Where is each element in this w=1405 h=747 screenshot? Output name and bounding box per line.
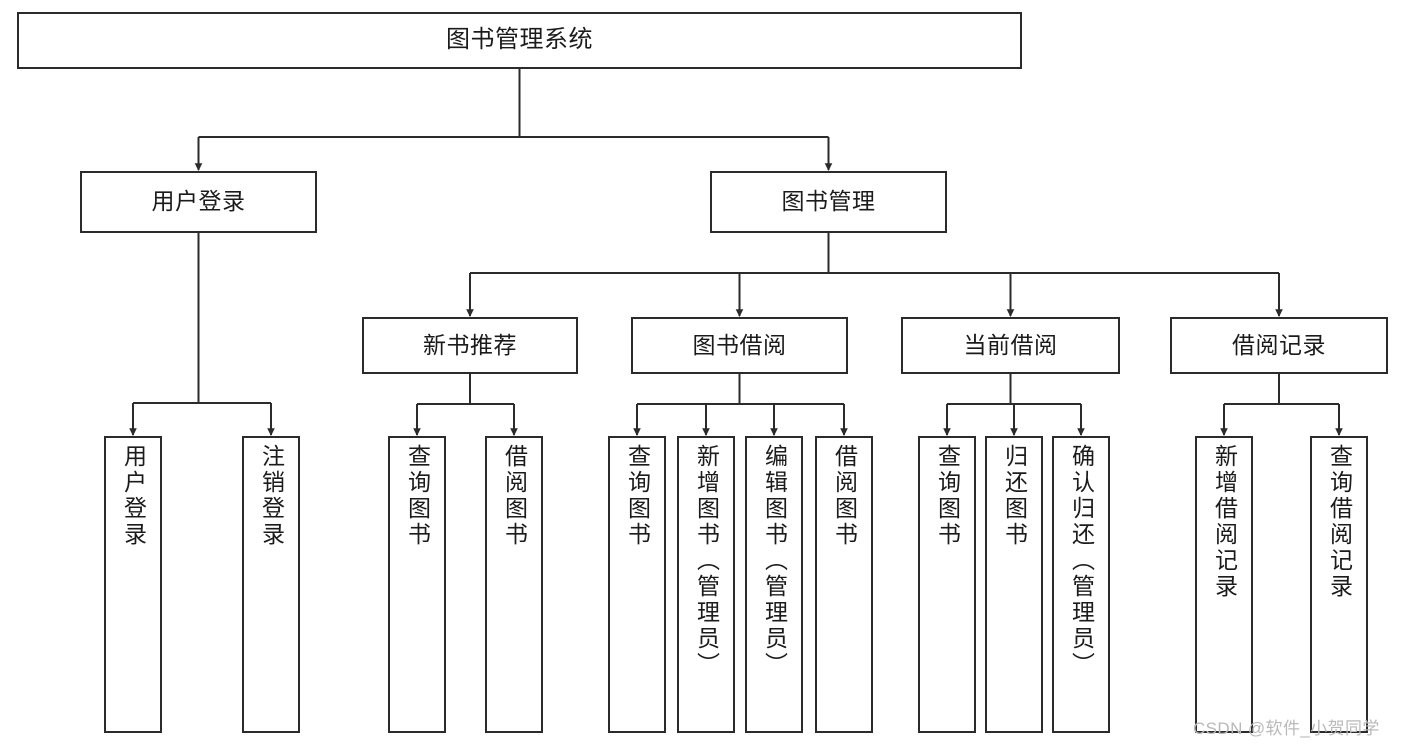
node-label-borrow_record: 借阅记录 xyxy=(1232,331,1326,358)
node-current_borrow[interactable]: 当前借阅 xyxy=(901,317,1120,374)
node-new_book_rec[interactable]: 新书推荐 xyxy=(362,317,578,374)
node-leaf_confirm_ret[interactable]: 确认归还（管理员） xyxy=(1052,436,1110,733)
node-leaf_add_record[interactable]: 新增借阅记录 xyxy=(1195,436,1253,733)
node-label-leaf_user_login: 用户登录 xyxy=(120,444,147,548)
edge-path-group xyxy=(129,69,1343,437)
node-label-leaf_borrow_book_1: 借阅图书 xyxy=(501,444,528,548)
node-leaf_query_book_3[interactable]: 查询图书 xyxy=(918,436,976,733)
node-label-user_login: 用户登录 xyxy=(151,188,246,215)
node-leaf_borrow_book_2[interactable]: 借阅图书 xyxy=(815,436,873,733)
node-label-leaf_query_book_3: 查询图书 xyxy=(934,444,961,548)
node-label-book_manage: 图书管理 xyxy=(781,188,876,215)
node-leaf_add_book[interactable]: 新增图书（管理员） xyxy=(677,436,735,733)
node-leaf_user_logout[interactable]: 注销登录 xyxy=(242,436,300,733)
node-leaf_query_record[interactable]: 查询借阅记录 xyxy=(1310,436,1368,733)
node-leaf_borrow_book_1[interactable]: 借阅图书 xyxy=(485,436,543,733)
node-label-leaf_return_book: 归还图书 xyxy=(1001,444,1028,548)
node-label-leaf_add_record: 新增借阅记录 xyxy=(1211,444,1238,600)
node-label-leaf_user_logout: 注销登录 xyxy=(258,444,285,548)
node-label-leaf_query_record: 查询借阅记录 xyxy=(1326,444,1353,600)
node-label-book_borrow: 图书借阅 xyxy=(692,331,787,358)
node-label-leaf_query_book_2: 查询图书 xyxy=(624,444,651,548)
node-user_login[interactable]: 用户登录 xyxy=(80,171,317,233)
node-label-leaf_confirm_ret: 确认归还（管理员） xyxy=(1068,444,1095,678)
node-borrow_record[interactable]: 借阅记录 xyxy=(1170,317,1388,374)
node-label-leaf_add_book: 新增图书（管理员） xyxy=(693,444,720,678)
node-leaf_return_book[interactable]: 归还图书 xyxy=(985,436,1043,733)
node-book_borrow[interactable]: 图书借阅 xyxy=(631,317,848,374)
node-label-new_book_rec: 新书推荐 xyxy=(423,331,517,358)
node-label-root: 图书管理系统 xyxy=(446,26,593,54)
node-label-leaf_query_book_1: 查询图书 xyxy=(404,444,431,548)
node-label-current_borrow: 当前借阅 xyxy=(963,331,1058,358)
node-label-leaf_borrow_book_2: 借阅图书 xyxy=(831,444,858,548)
node-book_manage[interactable]: 图书管理 xyxy=(710,171,947,233)
node-leaf_query_book_2[interactable]: 查询图书 xyxy=(608,436,666,733)
node-leaf_edit_book[interactable]: 编辑图书（管理员） xyxy=(745,436,803,733)
node-leaf_query_book_1[interactable]: 查询图书 xyxy=(388,436,446,733)
node-label-leaf_edit_book: 编辑图书（管理员） xyxy=(761,444,788,678)
node-leaf_user_login[interactable]: 用户登录 xyxy=(104,436,162,733)
node-root[interactable]: 图书管理系统 xyxy=(17,12,1022,69)
